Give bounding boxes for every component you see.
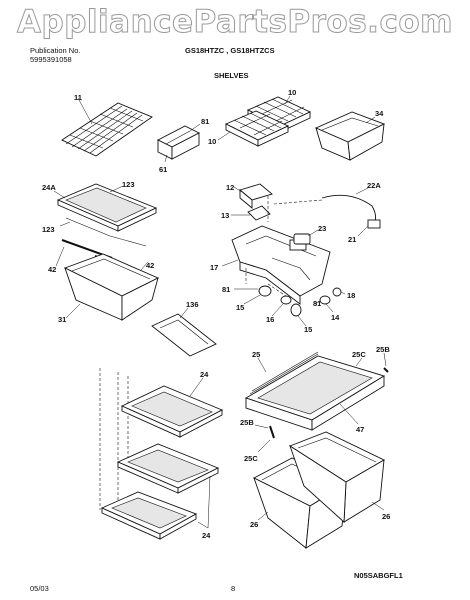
callout-13: 13 [221, 211, 229, 220]
callout-42: 42 [146, 261, 154, 270]
drawer-31 [63, 253, 160, 321]
callout-25c: 25C [352, 350, 366, 359]
callout-26: 26 [250, 520, 258, 529]
cantilever-shelves-24 [99, 368, 224, 540]
wire-shelf-11 [61, 97, 153, 157]
callout-123: 123 [42, 225, 55, 234]
callout-12: 12 [226, 183, 234, 192]
callout-136: 136 [186, 300, 199, 309]
callout-10: 10 [288, 88, 296, 97]
footer-page: 8 [231, 584, 236, 593]
callout-25b: 25B [240, 418, 254, 427]
harness-22a [273, 187, 381, 237]
publication-label: Publication No. [30, 46, 81, 55]
callout-26: 26 [382, 512, 390, 521]
control-23 [293, 229, 319, 245]
glass-shelf-24a [53, 183, 158, 247]
cover-136 [151, 307, 217, 357]
model-numbers: GS18HTZC , GS18HTZCS [185, 46, 275, 55]
callout-18: 18 [347, 291, 355, 300]
callout-47: 47 [356, 425, 364, 434]
callout-31: 31 [58, 315, 66, 324]
callout-21: 21 [348, 235, 356, 244]
callout-34: 34 [375, 109, 384, 118]
ice-trays-10 [217, 95, 312, 147]
crisper-drawer-26b [289, 431, 385, 523]
footer-code: N05SABGFL1 [354, 571, 403, 580]
callout-16: 16 [266, 315, 274, 324]
callout-10: 10 [208, 137, 216, 146]
callout-15: 15 [304, 325, 312, 334]
callout-24a: 24A [42, 183, 56, 192]
callout-123: 123 [122, 180, 135, 189]
watermark: AppliancePartsPros.com [17, 4, 453, 41]
callout-25c: 25C [244, 454, 258, 463]
section-title: SHELVES [214, 71, 249, 80]
callout-24: 24 [202, 531, 211, 540]
callout-23: 23 [318, 224, 326, 233]
callout-25b: 25B [376, 345, 390, 354]
callout-24: 24 [200, 370, 209, 379]
callout-22a: 22A [367, 181, 381, 190]
glass-shelf-25 [244, 351, 389, 431]
callout-14: 14 [331, 313, 340, 322]
air-tower-17 [221, 196, 331, 305]
callout-17: 17 [210, 263, 218, 272]
cover-12 [233, 183, 273, 209]
footer-date: 05/03 [30, 584, 49, 593]
callout-42: 42 [48, 265, 56, 274]
callout-15: 15 [236, 303, 244, 312]
bracket-13 [231, 205, 271, 221]
callout-81: 81 [222, 285, 230, 294]
shelf-clip-25b [254, 424, 275, 453]
small-parts [234, 283, 346, 327]
door-bin-34 [314, 111, 386, 161]
callout-81: 81 [313, 299, 321, 308]
callout-25: 25 [252, 350, 260, 359]
publication-number: 5995391058 [30, 55, 72, 64]
callout-61: 61 [159, 165, 167, 174]
callout-81: 81 [201, 117, 209, 126]
shelf-bracket-61 [157, 123, 201, 163]
callout-11: 11 [74, 93, 82, 102]
